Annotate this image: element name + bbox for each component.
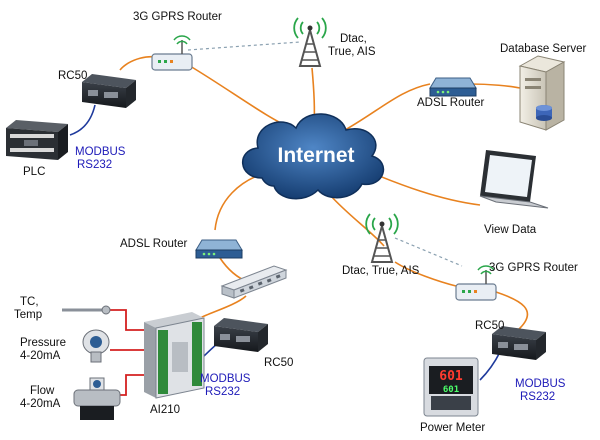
temperature-probe-icon (62, 305, 111, 315)
flow-label: Flow (30, 385, 55, 397)
cable-adsl-right-to-server (469, 83, 521, 89)
ai210-module-icon (144, 312, 205, 399)
pressure-label: Pressure (20, 337, 67, 349)
gprs-router-bottom-label: 3G GPRS Router (489, 262, 578, 274)
dtac-top-label-2: True, AIS (328, 46, 376, 58)
internet-label: Internet (277, 144, 354, 167)
cable-router-to-internet (189, 65, 293, 129)
power-meter-icon: 601 601 (423, 357, 479, 417)
router-icon (151, 35, 193, 71)
modbus-top-label: MODBUS (75, 146, 126, 158)
database-server-label: Database Server (500, 43, 587, 55)
flow-meter-icon (73, 377, 121, 420)
database-server-icon (518, 55, 566, 131)
sensor-wires (108, 309, 145, 396)
tc-label: TC, (20, 296, 39, 308)
wire-tc (108, 309, 145, 331)
laptop-icon (479, 150, 549, 209)
ai210-label: AI210 (150, 404, 181, 416)
modbus-bottom-label: MODBUS (515, 378, 566, 390)
gprs-router-top-label: 3G GPRS Router (133, 11, 222, 23)
meter-reading-top: 601 (439, 369, 463, 384)
wireless-link-bottom (394, 237, 463, 267)
adsl-router-left-label: ADSL Router (120, 238, 188, 250)
dtac-top-label: Dtac, (340, 33, 367, 45)
cloud-icon (241, 113, 385, 200)
rc50-bottom-right-label: RC50 (475, 320, 505, 332)
flow-range-label: 4-20mA (20, 398, 61, 410)
cell-tower-icon (293, 17, 327, 67)
cell-tower-icon (365, 213, 399, 263)
dtac-bottom-label: Dtac, True, AIS (342, 265, 420, 277)
adsl-router-right-label: ADSL Router (417, 97, 485, 109)
cable-switch-to-ai210 (199, 295, 247, 319)
rc50-middle-label: RC50 (264, 357, 294, 369)
meter-reading-bottom: 601 (443, 385, 459, 395)
temp-label: Temp (14, 309, 43, 321)
rc50-top-label: RC50 (58, 70, 88, 82)
rs232-bottom-label: RS232 (520, 391, 556, 403)
view-data-label: View Data (484, 224, 537, 236)
serial-plc-to-rc50 (69, 104, 96, 136)
rs232-top-label: RS232 (77, 159, 113, 171)
cable-router-to-rc50-br (495, 291, 529, 331)
plc-icon (6, 120, 68, 160)
rc50-modem-icon (82, 74, 136, 108)
router-icon (455, 265, 497, 301)
cable-internet-to-adsl-right (344, 83, 431, 131)
rc50-modem-icon (492, 326, 546, 360)
adsl-router-icon (429, 77, 477, 97)
rc50-modem-icon (214, 318, 268, 352)
wireless-links (187, 41, 463, 267)
wireless-link-top (187, 41, 301, 51)
pressure-transmitter-icon (82, 329, 110, 363)
cable-tower-bottom-to-router (394, 261, 457, 287)
plc-label: PLC (23, 166, 46, 178)
power-meter-label: Power Meter (420, 422, 486, 434)
pressure-range-label: 4-20mA (20, 350, 61, 362)
rs232-middle-label: RS232 (205, 386, 241, 398)
network-switch-icon (220, 265, 288, 299)
serial-meter-to-rc50 (479, 351, 501, 381)
adsl-router-icon (195, 239, 243, 259)
cable-internet-to-tower-bottom (329, 194, 385, 247)
modbus-middle-label: MODBUS (200, 373, 251, 385)
cable-internet-to-adsl-left (214, 171, 269, 231)
